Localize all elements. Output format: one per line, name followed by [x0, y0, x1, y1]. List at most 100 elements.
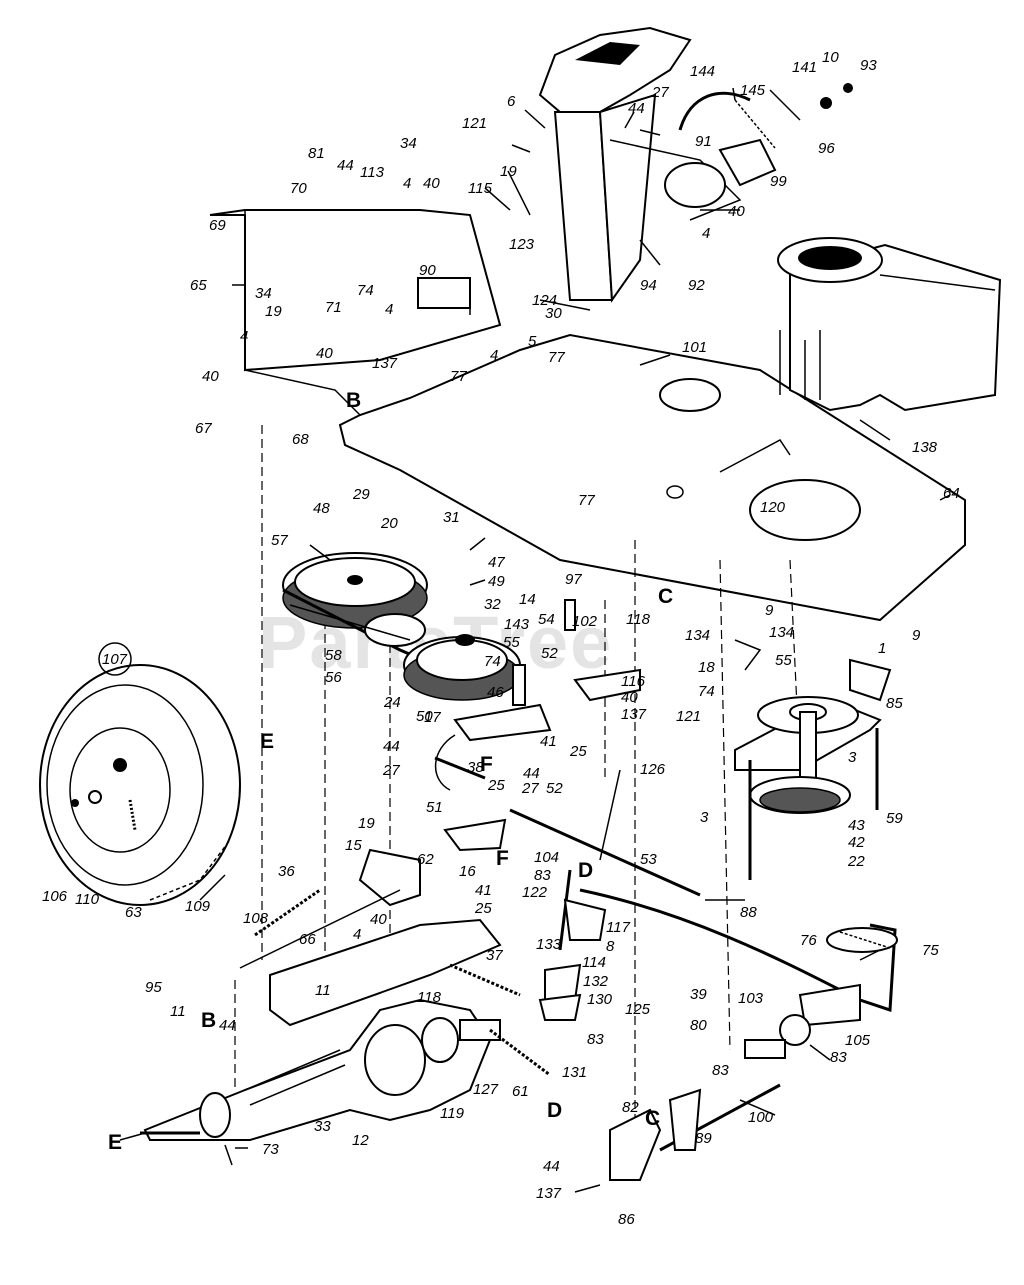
callout-141: 141 — [792, 59, 817, 76]
callout-77: 77 — [578, 492, 595, 509]
callout-90: 90 — [419, 262, 436, 279]
callout-126: 126 — [640, 761, 666, 778]
callout-91: 91 — [695, 133, 712, 150]
callout-9: 9 — [912, 627, 921, 644]
callout-137: 137 — [536, 1185, 562, 1202]
callout-54: 54 — [538, 611, 555, 628]
idler-bracket — [434, 599, 641, 852]
callout-48: 48 — [313, 500, 330, 517]
callout-53: 53 — [640, 851, 657, 868]
callout-44: 44 — [383, 738, 400, 755]
callout-118: 118 — [626, 611, 651, 628]
callout-96: 96 — [818, 140, 835, 157]
callout-14: 14 — [519, 591, 536, 608]
callout-47: 47 — [488, 554, 505, 571]
callout-19: 19 — [265, 303, 282, 320]
callout-33: 33 — [314, 1118, 331, 1135]
callout-124: 124 — [532, 292, 557, 309]
callout-44: 44 — [523, 765, 540, 782]
pedal-linkage — [509, 769, 898, 1181]
callout-108: 108 — [243, 910, 269, 927]
callout-120: 120 — [760, 499, 786, 516]
callout-52: 52 — [541, 645, 558, 662]
callout-97: 97 — [565, 571, 582, 588]
callout-40: 40 — [202, 368, 219, 385]
callout-40: 40 — [316, 345, 333, 362]
callout-41: 41 — [540, 733, 557, 750]
callout-18: 18 — [698, 659, 715, 676]
callout-113: 113 — [360, 164, 385, 181]
callout-101: 101 — [682, 339, 707, 356]
leader-lines — [119, 87, 951, 1193]
callout-25: 25 — [474, 900, 492, 917]
callout-86: 86 — [618, 1211, 635, 1228]
callout-25: 25 — [487, 777, 505, 794]
callout-82: 82 — [622, 1099, 639, 1116]
callout-32: 32 — [484, 596, 501, 613]
ref-letter-c: C — [658, 585, 673, 608]
callout-127: 127 — [473, 1081, 499, 1098]
callout-55: 55 — [503, 634, 520, 651]
callout-65: 65 — [190, 277, 207, 294]
callout-75: 75 — [922, 942, 939, 959]
callout-134: 134 — [769, 624, 794, 641]
callout-119: 119 — [440, 1105, 465, 1122]
callout-4: 4 — [702, 225, 710, 242]
brake-brackets — [538, 898, 607, 1021]
callout-43: 43 — [848, 817, 865, 834]
callout-44: 44 — [628, 100, 645, 117]
callout-77: 77 — [450, 368, 467, 385]
callout-51: 51 — [426, 799, 443, 816]
callout-102: 102 — [572, 613, 598, 630]
main-frame-plate — [338, 333, 966, 622]
callout-27: 27 — [382, 762, 400, 779]
callout-52: 52 — [546, 780, 563, 797]
callout-109: 109 — [185, 898, 211, 915]
callout-61: 61 — [512, 1083, 529, 1100]
callout-40: 40 — [728, 203, 745, 220]
callout-44: 44 — [337, 157, 354, 174]
callout-62: 62 — [417, 851, 434, 868]
lower-frame-bracket — [239, 848, 551, 1077]
callout-83: 83 — [830, 1049, 847, 1066]
callout-94: 94 — [640, 277, 657, 294]
ref-letter-e: E — [260, 730, 274, 753]
upper-frame — [209, 209, 502, 416]
callout-118: 118 — [417, 989, 442, 1006]
pulley-assembly — [282, 552, 521, 701]
callout-80: 80 — [690, 1017, 707, 1034]
callout-labels: 6 121 19 27 44 144 145 141 10 93 96 91 9… — [42, 49, 960, 1228]
callout-99: 99 — [770, 173, 787, 190]
callout-117: 117 — [606, 919, 631, 936]
callout-24: 24 — [383, 694, 401, 711]
ref-letter-e: E — [108, 1131, 122, 1154]
callout-10: 10 — [822, 49, 839, 66]
callout-69: 69 — [209, 217, 226, 234]
callout-11: 11 — [315, 982, 331, 999]
callout-19: 19 — [500, 163, 517, 180]
callout-130: 130 — [587, 991, 613, 1008]
callout-85: 85 — [886, 695, 903, 712]
ref-letter-d: D — [578, 859, 593, 882]
callout-100: 100 — [748, 1109, 774, 1126]
callout-36: 36 — [278, 863, 295, 880]
callout-58: 58 — [325, 647, 342, 664]
callout-19: 19 — [358, 815, 375, 832]
callout-83: 83 — [534, 867, 551, 884]
callout-131: 131 — [562, 1064, 587, 1081]
callout-106: 106 — [42, 888, 68, 905]
callout-88: 88 — [740, 904, 757, 921]
ref-letter-b: B — [346, 389, 361, 412]
callout-44: 44 — [219, 1017, 236, 1034]
callout-70: 70 — [290, 180, 307, 197]
transaxle — [140, 998, 501, 1166]
callout-74: 74 — [698, 683, 715, 700]
callout-15: 15 — [345, 837, 362, 854]
callout-89: 89 — [695, 1130, 712, 1147]
callout-40: 40 — [423, 175, 440, 192]
callout-137: 137 — [621, 706, 647, 723]
callout-50: 50 — [416, 708, 433, 725]
callout-132: 132 — [583, 973, 609, 990]
callout-6: 6 — [507, 93, 516, 110]
callout-122: 122 — [522, 884, 548, 901]
